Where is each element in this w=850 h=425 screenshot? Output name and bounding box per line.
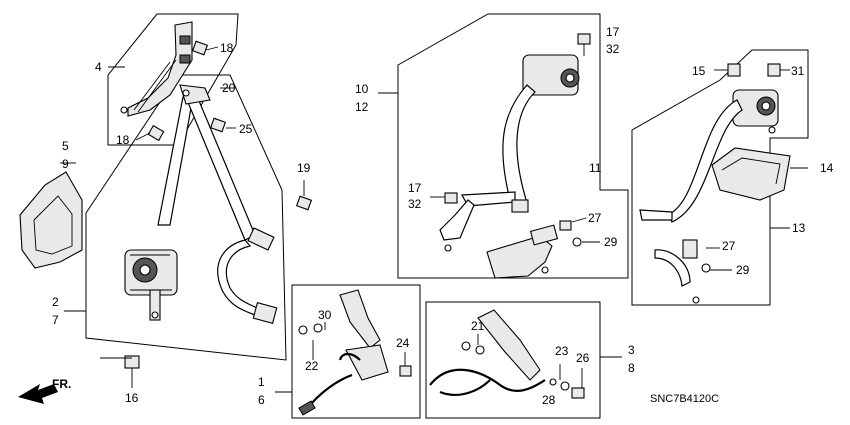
callout-19: 19 <box>297 161 311 175</box>
callout-32: 32 <box>606 42 620 56</box>
callout-12: 12 <box>355 100 369 114</box>
callout-8: 8 <box>628 361 635 375</box>
callout-18: 18 <box>116 133 130 147</box>
pillar-trim-cover <box>19 171 83 269</box>
callout-1: 1 <box>258 375 265 389</box>
callout-15: 15 <box>692 64 706 78</box>
bolt-31 <box>767 63 790 77</box>
callout-29: 29 <box>736 263 750 277</box>
bolt-17-32-lower <box>430 192 458 204</box>
callout-23: 23 <box>555 344 569 358</box>
buckle-right-outline <box>425 301 601 419</box>
callout-10: 10 <box>355 82 369 96</box>
rear-center-outline <box>397 13 629 279</box>
leader-lines <box>60 66 790 393</box>
front-label: FR. <box>52 377 71 391</box>
callout-26: 26 <box>576 351 590 365</box>
callout-27: 27 <box>588 211 602 225</box>
bolt-25 <box>209 117 236 133</box>
callout-18: 18 <box>220 41 234 55</box>
front-seat-belt-webbing <box>157 84 278 324</box>
callout-25: 25 <box>239 122 253 136</box>
callout-14: 14 <box>820 161 834 175</box>
callout-27: 27 <box>722 239 736 253</box>
rear-right-belt <box>639 89 779 304</box>
callout-5: 5 <box>62 139 69 153</box>
callout-9: 9 <box>62 157 69 171</box>
callout-29: 29 <box>604 235 618 249</box>
bolt-19 <box>295 180 313 211</box>
bolt-18-upper <box>191 40 219 56</box>
retractor-cover-14 <box>711 147 808 201</box>
callout-22: 22 <box>305 359 319 373</box>
callout-6: 6 <box>258 393 265 407</box>
callout-30: 30 <box>318 308 332 322</box>
callout-24: 24 <box>396 336 410 350</box>
callout-31: 31 <box>791 64 805 78</box>
callout-28: 28 <box>542 393 556 407</box>
callout-3: 3 <box>628 343 635 357</box>
rear-center-belt <box>439 33 591 252</box>
callout-17: 17 <box>408 181 422 195</box>
bolt-16 <box>100 355 140 388</box>
callout-2: 2 <box>52 295 59 309</box>
callout-20: 20 <box>222 81 236 95</box>
bolt-15 <box>714 63 741 77</box>
front-retractor <box>124 249 178 321</box>
front-buckle-left <box>298 289 412 416</box>
callout-11: 11 <box>589 161 602 175</box>
front-direction-arrow: FR. <box>18 377 71 404</box>
callout-4: 4 <box>95 60 102 74</box>
buckle-left-outline <box>291 284 421 419</box>
front-belt-guide <box>120 21 193 117</box>
callout-numbers: 4 18 18 20 25 5 9 19 2 7 16 10 12 17 32 … <box>52 25 834 407</box>
diagram-code: SNC7B4120C <box>650 393 719 405</box>
callout-21: 21 <box>471 319 485 333</box>
callout-16: 16 <box>125 391 139 405</box>
rear-buckle-11 <box>486 217 600 279</box>
callout-32: 32 <box>408 197 422 211</box>
callout-17: 17 <box>606 25 620 39</box>
bolt-18-lower <box>135 124 165 142</box>
front-arrow-icon <box>18 384 58 404</box>
callout-7: 7 <box>52 313 59 327</box>
callout-13: 13 <box>792 221 806 235</box>
front-buckle-right <box>429 309 585 399</box>
